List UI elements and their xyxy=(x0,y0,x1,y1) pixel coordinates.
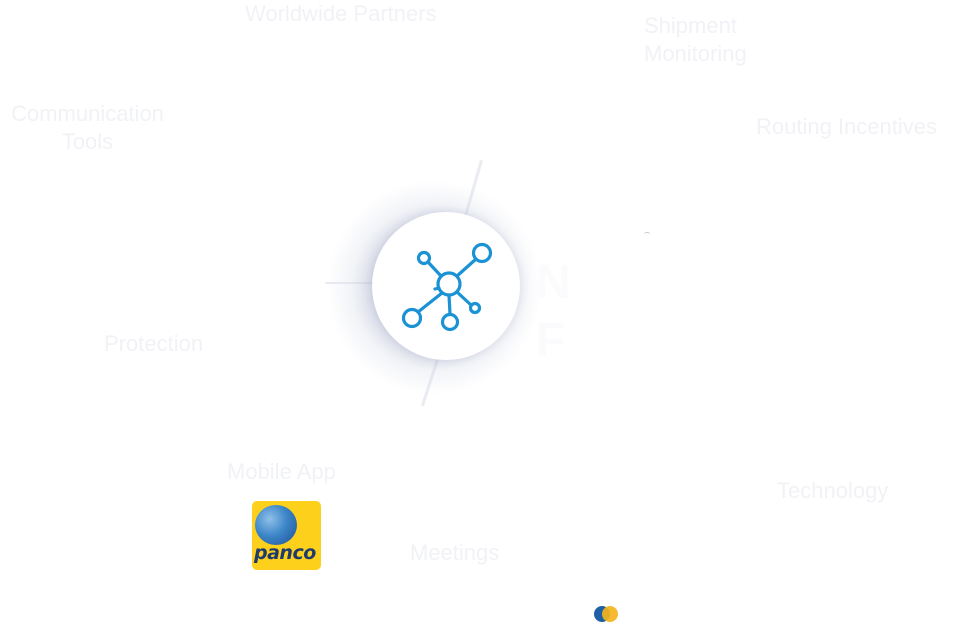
feature-routing-incentives[interactable]: Routing Incentives xyxy=(756,114,937,139)
network-icon xyxy=(401,242,493,332)
hub-title: N F xyxy=(536,256,571,367)
feature-protection[interactable]: Protection xyxy=(104,331,204,356)
hub-circle[interactable] xyxy=(372,212,520,360)
feature-worldwide-partners[interactable]: Worldwide Partners xyxy=(245,1,437,26)
panco-logo-text: panco xyxy=(254,542,316,564)
feature-technology[interactable]: Technology xyxy=(777,478,889,503)
feature-communication-tools[interactable]: Communication Tools xyxy=(11,101,164,154)
yellow-dot-icon xyxy=(602,606,618,622)
feature-meetings[interactable]: Meetings xyxy=(410,540,500,565)
partner-logo-icon xyxy=(594,606,620,622)
tiny-mark xyxy=(644,232,650,237)
panco-globe-icon xyxy=(255,505,297,545)
panco-logo[interactable]: panco xyxy=(252,501,321,570)
feature-mobile-app[interactable]: Mobile App xyxy=(227,459,336,484)
feature-shipment-monitoring[interactable]: Shipment Monitoring xyxy=(644,13,747,66)
